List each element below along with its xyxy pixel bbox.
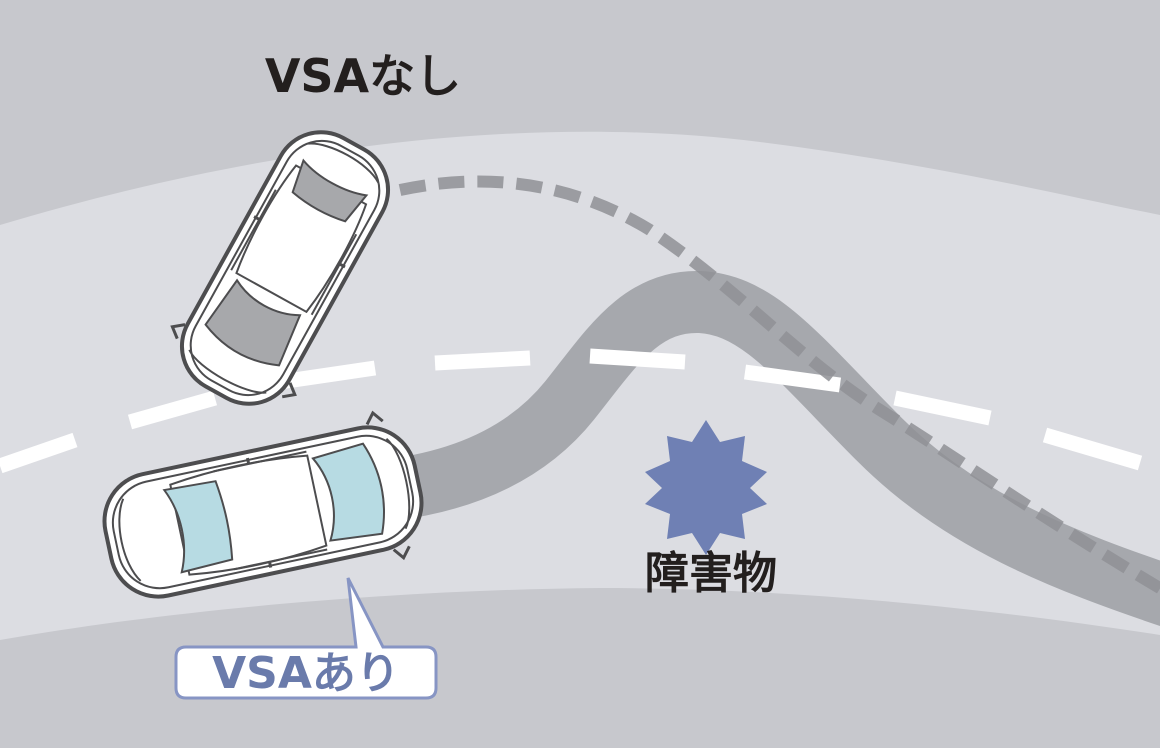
with-vsa-label: VSAあり <box>212 648 400 699</box>
without-vsa-label: VSAなし <box>265 49 461 103</box>
obstacle-label: 障害物 <box>645 548 777 599</box>
